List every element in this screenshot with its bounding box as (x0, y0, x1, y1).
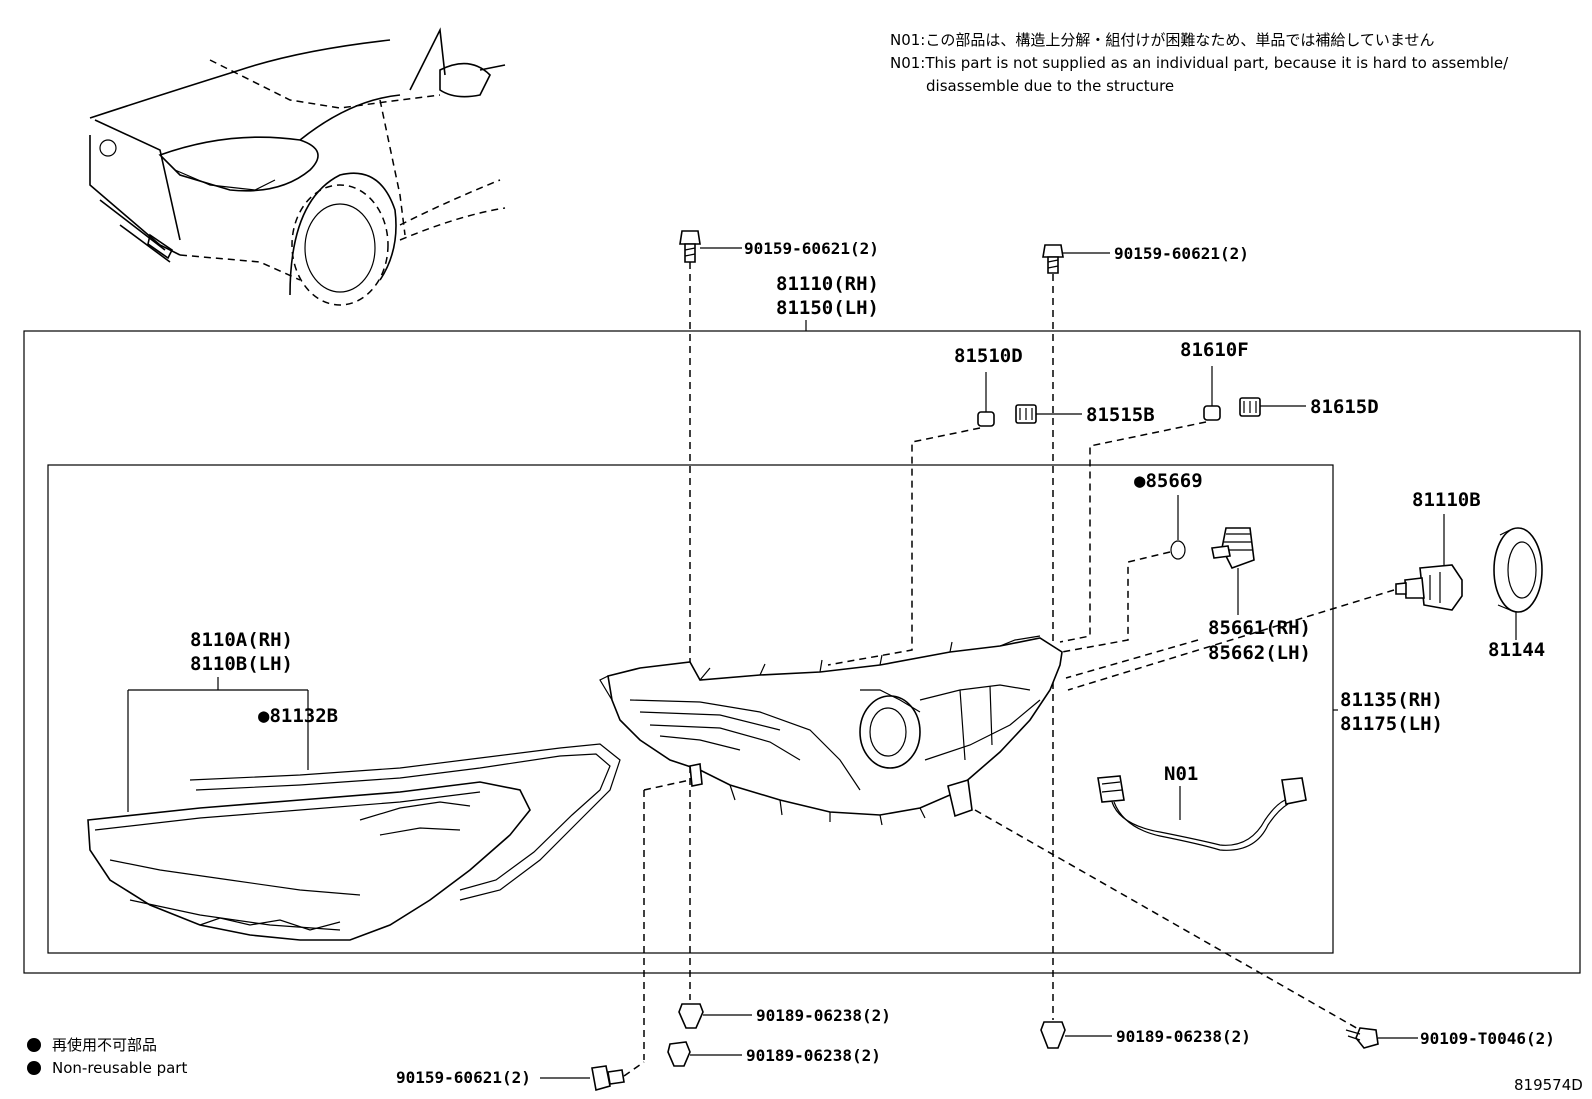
diagram-code: 819574D (1514, 1076, 1583, 1094)
label-clip-a: 90189-06238(2) (756, 1006, 891, 1025)
label-headlamp-lh: 81150(LH) (776, 297, 879, 319)
legend-dot-icon (27, 1038, 41, 1052)
gasket-seal-icon (189, 743, 621, 901)
socket-a-icon (977, 411, 995, 427)
bulb-a-icon (1015, 404, 1037, 424)
wire-harness-icon (1097, 775, 1307, 851)
headlamp-lens-icon (87, 781, 531, 941)
dust-cover-icon (1493, 527, 1543, 613)
screw-icon (1345, 1027, 1379, 1049)
label-clip-c: 90189-06238(2) (1116, 1027, 1251, 1046)
legend-jp: 再使用不可部品 (52, 1036, 157, 1054)
label-gasket: ●81132B (258, 705, 338, 727)
label-bulb-hb: 81110B (1412, 489, 1481, 511)
label-unit-rh: 85661(RH) (1208, 617, 1311, 639)
legend-dot-icon (27, 1061, 41, 1075)
label-bulb-b: 81615D (1310, 396, 1379, 418)
label-lens-rh: 8110A(RH) (190, 629, 293, 651)
label-wire: N01 (1164, 763, 1198, 785)
note-en-line1: N01:This part is not supplied as an indi… (890, 54, 1509, 72)
leveling-unit-icon (1211, 527, 1255, 569)
note-jp: N01:この部品は、構造上分解・組付けが困難なため、単品では補給していません (890, 31, 1434, 49)
clip-c-icon (1040, 1021, 1066, 1049)
label-oring: ●85669 (1134, 470, 1203, 492)
clip-a-icon (678, 1003, 704, 1029)
label-bolt-bottom: 90159-60621(2) (396, 1068, 531, 1087)
label-bulb-a: 81515B (1086, 404, 1155, 426)
bulb-b-icon (1239, 397, 1261, 417)
bolt-bottom-icon (591, 1065, 625, 1092)
label-socket-a: 81510D (954, 345, 1023, 367)
note-en-line2: disassemble due to the structure (926, 77, 1174, 95)
label-headlamp-rh: 81110(RH) (776, 273, 879, 295)
halogen-bulb-icon (1395, 564, 1463, 611)
label-screw: 90109-T0046(2) (1420, 1029, 1555, 1048)
vehicle-location-sketch (89, 27, 506, 306)
label-cover: 81144 (1488, 639, 1545, 661)
bolt-top-right-icon (1042, 244, 1064, 274)
bolt-top-left-icon (679, 230, 701, 263)
label-housing-lh: 81175(LH) (1340, 713, 1443, 735)
label-bolt-top-right: 90159-60621(2) (1114, 244, 1249, 263)
label-socket-b: 81610F (1180, 339, 1249, 361)
legend-en: Non-reusable part (52, 1059, 187, 1077)
label-lens-lh: 8110B(LH) (190, 653, 293, 675)
headlamp-housing-icon (599, 635, 1063, 826)
clip-b-icon (667, 1041, 691, 1067)
oring-icon (1170, 540, 1186, 560)
socket-b-icon (1203, 405, 1221, 421)
label-clip-b: 90189-06238(2) (746, 1046, 881, 1065)
label-unit-lh: 85662(LH) (1208, 642, 1311, 664)
label-bolt-top-left: 90159-60621(2) (744, 239, 879, 258)
assembly-frame-outer (23, 330, 1581, 974)
label-housing-rh: 81135(RH) (1340, 689, 1443, 711)
